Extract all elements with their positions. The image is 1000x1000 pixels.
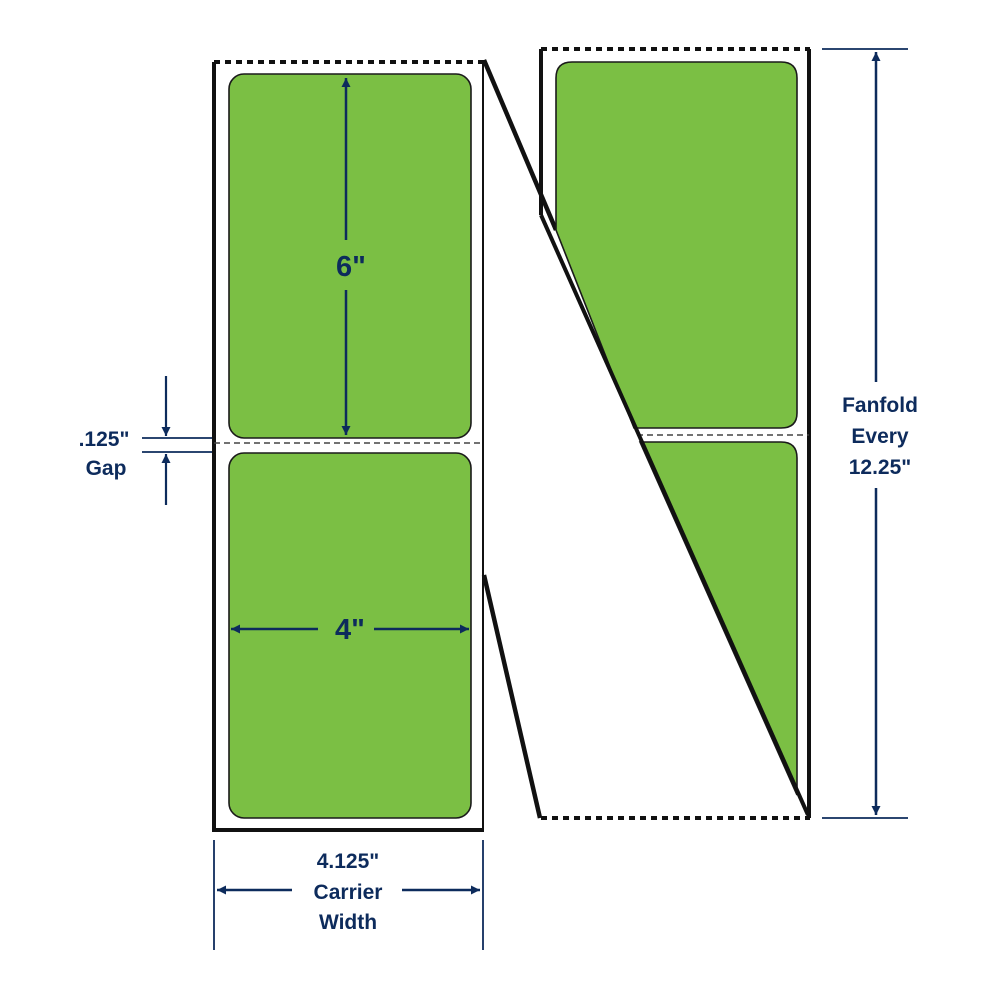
width-label: 4" — [335, 614, 365, 646]
height-label: 6" — [336, 251, 366, 283]
fanfold-line-1: Fanfold — [842, 394, 918, 417]
right-folded-strip — [539, 47, 811, 820]
gap-dimension: .125" Gap — [79, 376, 212, 505]
carrier-word-2: Width — [319, 911, 377, 934]
fold-line-lower — [481, 574, 543, 819]
fanfold-line-3: 12.25" — [849, 456, 912, 479]
label-bottom-left — [228, 452, 472, 819]
fanfold-dimension: Fanfold Every 12.25" — [822, 48, 918, 819]
left-carrier-strip — [212, 60, 484, 832]
gap-value: .125" — [79, 428, 130, 451]
width-dimension: 4" — [231, 614, 469, 646]
carrier-width-dimension: 4.125" Carrier Width — [213, 840, 484, 950]
fold-line-upper — [481, 59, 559, 231]
label-top-right — [555, 61, 798, 429]
carrier-word-1: Carrier — [314, 881, 383, 904]
label-top-left — [228, 73, 472, 439]
carrier-value: 4.125" — [317, 850, 380, 873]
diagonal-fold-crease — [539, 214, 810, 816]
gap-word: Gap — [86, 457, 127, 480]
height-dimension: 6" — [336, 78, 366, 435]
fanfold-line-2: Every — [851, 425, 909, 448]
